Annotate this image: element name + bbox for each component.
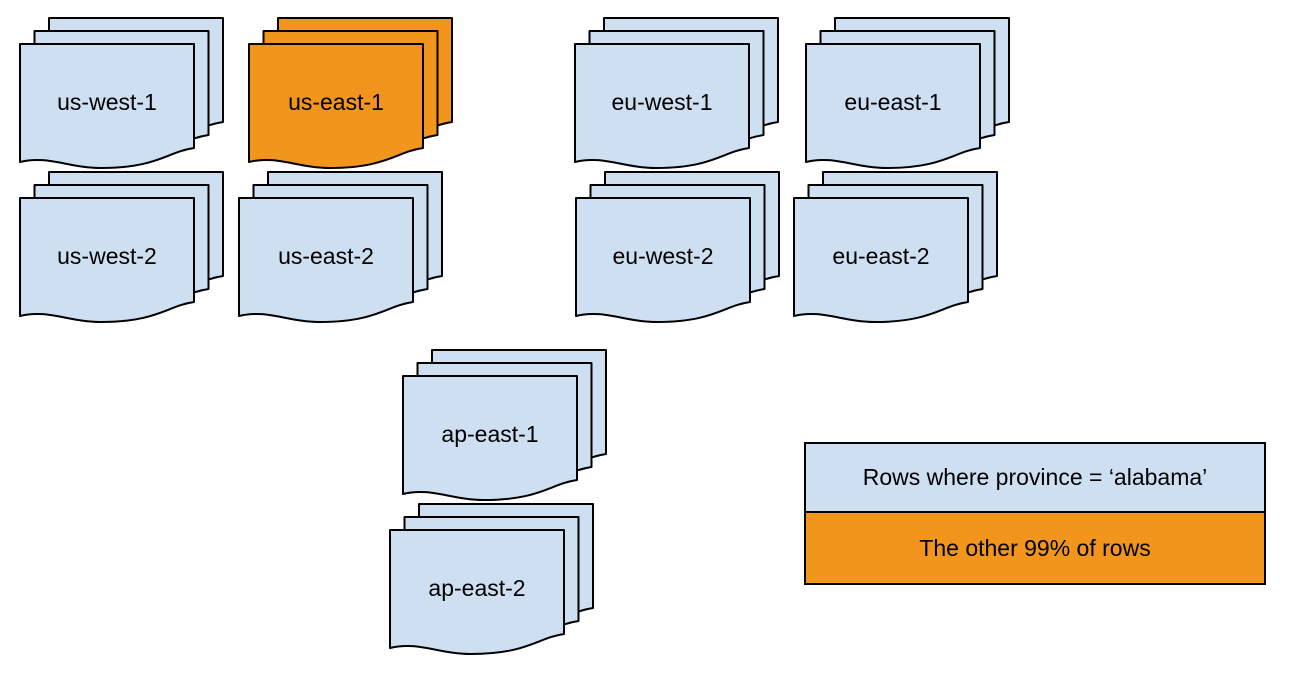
- region-stack-eu-east-2: eu-east-2: [793, 171, 999, 324]
- document-sheet-front: [402, 375, 578, 501]
- document-sheet-front: [19, 197, 195, 323]
- legend: Rows where province = ‘alabama’ The othe…: [804, 442, 1266, 585]
- legend-item-label: The other 99% of rows: [919, 534, 1151, 561]
- region-stack-eu-west-1: eu-west-1: [574, 17, 780, 170]
- document-stack-icon: [238, 171, 443, 323]
- legend-item-other-rows: The other 99% of rows: [806, 511, 1264, 583]
- document-stack-icon: [574, 17, 779, 169]
- document-stack-icon: [248, 17, 453, 169]
- document-sheet-front: [238, 197, 414, 323]
- region-stack-eu-west-2: eu-west-2: [575, 171, 781, 324]
- document-stack-icon: [402, 349, 607, 501]
- region-stack-us-east-2: us-east-2: [238, 171, 444, 324]
- document-sheet-front: [805, 43, 981, 169]
- document-sheet-front: [248, 43, 424, 169]
- document-stack-icon: [389, 503, 594, 655]
- legend-item-province-rows: Rows where province = ‘alabama’: [806, 444, 1264, 511]
- document-stack-icon: [19, 17, 224, 169]
- region-stack-us-west-1: us-west-1: [19, 17, 225, 170]
- document-stack-icon: [793, 171, 998, 323]
- document-stack-icon: [805, 17, 1010, 169]
- document-sheet-front: [574, 43, 750, 169]
- region-stack-us-east-1: us-east-1: [248, 17, 454, 170]
- document-sheet-front: [389, 529, 565, 655]
- document-sheet-front: [793, 197, 969, 323]
- region-stack-us-west-2: us-west-2: [19, 171, 225, 324]
- document-stack-icon: [19, 171, 224, 323]
- legend-item-label: Rows where province = ‘alabama’: [862, 464, 1208, 490]
- document-stack-icon: [575, 171, 780, 323]
- region-stack-ap-east-2: ap-east-2: [389, 503, 595, 656]
- document-sheet-front: [19, 43, 195, 169]
- region-stack-ap-east-1: ap-east-1: [402, 349, 608, 502]
- region-stack-eu-east-1: eu-east-1: [805, 17, 1011, 170]
- document-sheet-front: [575, 197, 751, 323]
